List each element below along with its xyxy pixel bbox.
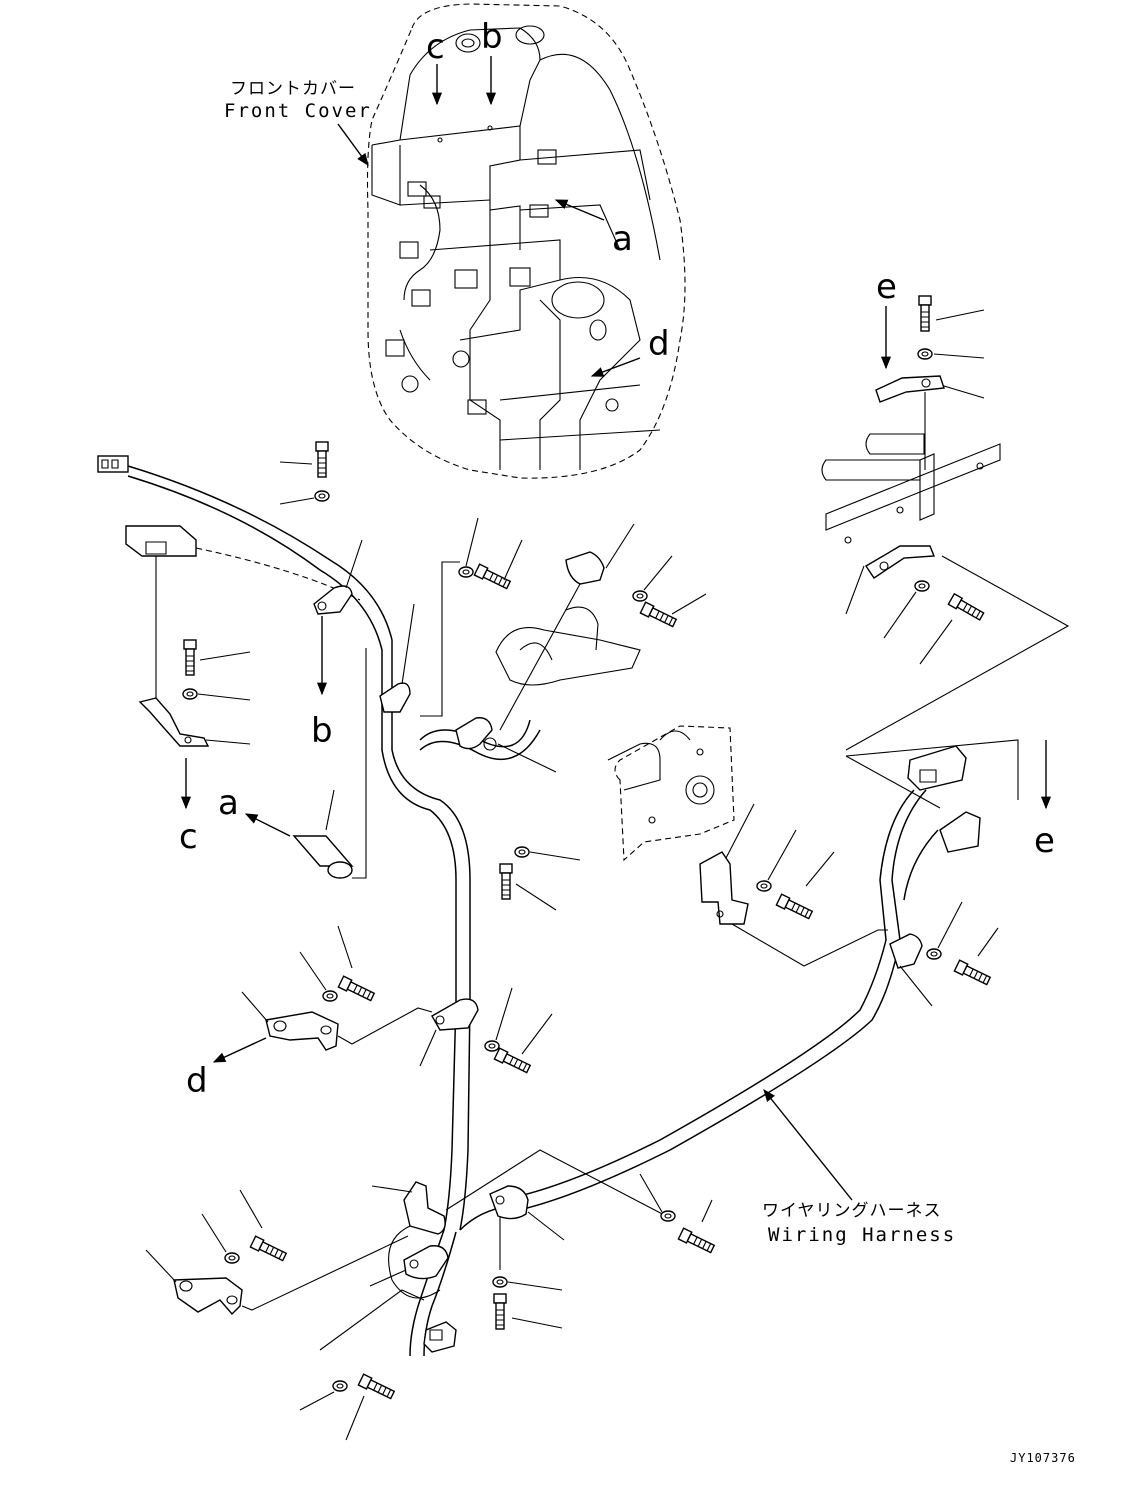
connector-clip-icon: [565, 551, 605, 585]
harness-clip-icon: [379, 682, 411, 713]
bolt-icon: [639, 601, 678, 630]
bolt-icon: [499, 863, 513, 900]
bracket-right-mid-group: [607, 725, 888, 967]
bracket-d-group: d: [186, 925, 433, 1101]
front-cover-label-jp: フロントカバー: [230, 79, 356, 99]
harness-clip-icon: [313, 585, 353, 615]
lower-assembly: [145, 1149, 716, 1441]
ref-e-upper: e: [876, 267, 897, 307]
connector-icon: [423, 1321, 457, 1353]
bolt-icon: [315, 441, 329, 478]
bracket-icon: [173, 1277, 243, 1316]
washer-icon: [492, 1276, 508, 1288]
bracket-plate-icon: [875, 375, 945, 403]
ref-c-lower: c: [179, 817, 198, 857]
bolt-icon: [677, 1227, 716, 1256]
bracket-z-icon: [699, 851, 749, 925]
washer-icon: [484, 1040, 500, 1052]
ref-e-lower: e: [1034, 821, 1055, 861]
ref-c-top: c: [426, 27, 445, 67]
bolt-icon: [493, 1293, 507, 1330]
washer-icon: [514, 846, 530, 858]
harness-clip-icon: [403, 1181, 446, 1235]
washer-icon: [632, 590, 648, 602]
ref-a-top-arrow: [554, 199, 605, 221]
ref-d-top-arrow: [590, 357, 641, 377]
bolt-icon: [918, 295, 932, 332]
harness-clip-icon: [889, 933, 923, 969]
washer-icon: [660, 1210, 676, 1222]
bolt-icon: [775, 893, 814, 922]
washer-icon: [756, 880, 772, 892]
bracket-e-group: e: [821, 267, 1070, 751]
bracket-clip-icon: [865, 545, 936, 579]
ref-d-lower: d: [186, 1061, 208, 1101]
ref-a-top: a: [612, 219, 633, 259]
harness-right: e: [499, 739, 1055, 1213]
wiring-harness-leader: [763, 1089, 853, 1201]
bolt-icon: [947, 593, 986, 623]
wiring-harness-label-en: Wiring Harness: [768, 1224, 956, 1246]
bolt-icon: [953, 959, 992, 988]
connector-icon: [939, 811, 981, 853]
spacer-tube-icon: [327, 861, 353, 879]
connector-icon: [907, 745, 967, 791]
bolt-icon: [183, 639, 197, 676]
bolt-icon: [249, 1235, 288, 1264]
washer-icon: [917, 348, 933, 360]
washer-icon: [322, 990, 338, 1002]
harness-clip-icon: [455, 717, 493, 750]
bracket-d-icon: [265, 1011, 339, 1051]
washer-icon: [182, 688, 198, 700]
washer-icon: [314, 490, 330, 502]
washer-icon: [458, 566, 474, 578]
washer-icon: [926, 948, 942, 960]
bolt-icon: [337, 975, 376, 1004]
washer-icon: [332, 1380, 348, 1392]
ref-d-arrow: [212, 1037, 267, 1063]
harness-clip-icon: [431, 998, 479, 1031]
ref-a-lower: a: [218, 783, 239, 823]
washer-icon: [914, 580, 930, 592]
ref-a-arrow: [244, 813, 291, 837]
washer-icon: [224, 1252, 240, 1264]
ref-b-top: b: [481, 17, 503, 57]
drawing-id: JY107376: [1010, 1451, 1076, 1465]
front-cover-assembly: [366, 3, 686, 479]
front-cover-leader: [337, 123, 369, 167]
wiring-harness-label-jp: ワイヤリングハーネス: [762, 1201, 942, 1221]
ref-d-top: d: [648, 324, 670, 364]
harness-main: [379, 517, 707, 1231]
harness-upper-left: b c a: [97, 441, 393, 879]
harness-clip-icon: [489, 1185, 529, 1220]
ref-b-lower: b: [311, 711, 333, 751]
harness-clip-icon: [403, 1245, 449, 1280]
bracket-icon: [138, 697, 210, 747]
front-cover-label-en: Front Cover: [224, 100, 372, 122]
bolt-icon: [493, 1047, 532, 1076]
